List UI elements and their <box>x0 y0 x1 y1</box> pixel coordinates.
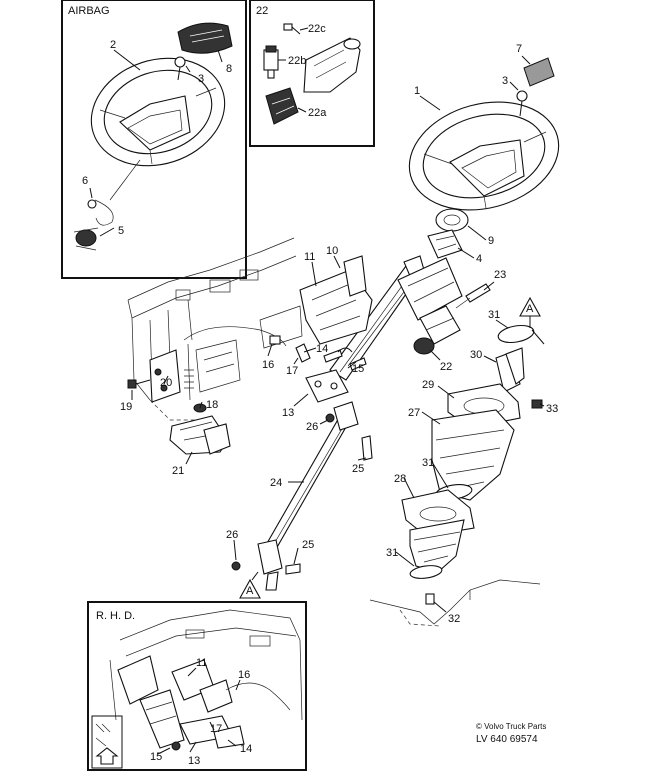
airbag-inset: AIRBAG 2 3 8 6 <box>61 0 247 279</box>
speedometer-cable <box>183 326 287 401</box>
callout-22a: 22a <box>308 107 327 119</box>
callout-31-mid: 31 <box>422 457 434 469</box>
airbag-inset-title: AIRBAG <box>68 5 110 17</box>
shaft-bolts <box>231 413 373 575</box>
callout-31-top: 31 <box>488 309 500 321</box>
rhd-callout-14: 14 <box>240 743 252 755</box>
callout-3-main: 3 <box>502 75 508 87</box>
clock-spring-harness <box>73 159 141 251</box>
detail-22-inset: 22 22c 22b 22a <box>249 0 375 147</box>
contact-reel <box>435 208 469 232</box>
horn-cap <box>523 57 555 87</box>
airbag-module <box>177 22 233 54</box>
rhd-arrow-box <box>91 715 123 769</box>
callout-7: 7 <box>516 43 522 55</box>
bolt-33 <box>531 399 543 409</box>
callout-14: 14 <box>316 343 328 355</box>
ignition-lock-housing <box>303 37 361 93</box>
intermediate-shaft <box>257 401 359 591</box>
callout-8: 8 <box>226 63 232 75</box>
callout-30: 30 <box>470 349 482 361</box>
callout-6: 6 <box>82 175 88 187</box>
callout-25-top: 25 <box>352 463 364 475</box>
rhd-callout-16: 16 <box>238 669 250 681</box>
section-marker-a-top: A <box>519 296 541 328</box>
rhd-column-assembly <box>117 655 291 751</box>
gas-spring <box>455 283 491 309</box>
illustration-code: LV 640 69574 <box>476 734 538 745</box>
callout-32: 32 <box>448 613 460 625</box>
ignition-switch <box>265 87 299 125</box>
callout-2: 2 <box>110 39 116 51</box>
callout-22: 22 <box>440 361 452 373</box>
wheel-nut <box>516 90 528 117</box>
tilt-lock <box>413 305 461 355</box>
column-bolts <box>295 343 367 371</box>
column-bracket <box>299 255 373 345</box>
rhd-callout-13: 13 <box>188 755 200 767</box>
clutch-pedal-bracket <box>169 415 231 455</box>
lock-screw <box>283 23 301 35</box>
callout-28: 28 <box>394 473 406 485</box>
airbag-steering-wheel <box>90 57 226 167</box>
copyright-note: © Volvo Truck Parts <box>476 722 546 731</box>
callout-27: 27 <box>408 407 420 419</box>
callout-1: 1 <box>414 85 420 97</box>
bolt-32 <box>425 593 435 605</box>
bolt-19 <box>127 379 151 389</box>
svg-text:A: A <box>246 585 254 597</box>
callout-5: 5 <box>118 225 124 237</box>
callout-16: 16 <box>262 359 274 371</box>
airbag-nut <box>174 56 186 81</box>
lower-bracket <box>305 369 349 403</box>
callout-26-top: 26 <box>306 421 318 433</box>
callout-17: 17 <box>286 365 298 377</box>
clamp-31a <box>497 324 545 345</box>
bracket-20 <box>149 349 181 403</box>
callout-18: 18 <box>206 399 218 411</box>
rhd-callout-17: 17 <box>210 723 222 735</box>
callout-13: 13 <box>282 407 294 419</box>
main-steering-wheel <box>408 101 560 211</box>
main-leader-lines <box>131 55 545 613</box>
callout-25-low: 25 <box>302 539 314 551</box>
callout-23: 23 <box>494 269 506 281</box>
clamp-31c <box>409 565 443 579</box>
combination-switch <box>427 229 463 259</box>
section-marker-a-low: A <box>239 571 261 599</box>
callout-29: 29 <box>422 379 434 391</box>
boot-27 <box>431 409 515 501</box>
detail-22-inset-title: 22 <box>256 5 268 17</box>
floor-outline <box>369 579 541 627</box>
callout-22c: 22c <box>308 23 326 35</box>
rhd-dashboard <box>109 609 303 721</box>
callout-21: 21 <box>172 465 184 477</box>
lock-cylinder <box>263 45 279 79</box>
rhd-inset: R. H. D. 11 1 <box>87 601 307 771</box>
rhd-callout-15: 15 <box>150 751 162 763</box>
dashboard-outline <box>127 237 303 421</box>
callout-22b: 22b <box>288 55 306 67</box>
rhd-inset-title: R. H. D. <box>96 610 135 622</box>
callout-33: 33 <box>546 403 558 415</box>
callout-20: 20 <box>160 377 172 389</box>
support-30 <box>495 347 525 393</box>
callout-3: 3 <box>198 73 204 85</box>
callout-26-low: 26 <box>226 529 238 541</box>
callout-24: 24 <box>270 477 282 489</box>
callout-9: 9 <box>488 235 494 247</box>
boot-lower <box>409 519 465 573</box>
callout-31-low: 31 <box>386 547 398 559</box>
steering-column <box>329 255 463 381</box>
callout-15: 15 <box>352 363 364 375</box>
callout-4: 4 <box>476 253 482 265</box>
svg-text:A: A <box>526 303 534 315</box>
callout-10: 10 <box>326 245 338 257</box>
callout-19: 19 <box>120 401 132 413</box>
callout-11: 11 <box>304 251 315 263</box>
rhd-callout-11: 11 <box>196 657 207 669</box>
